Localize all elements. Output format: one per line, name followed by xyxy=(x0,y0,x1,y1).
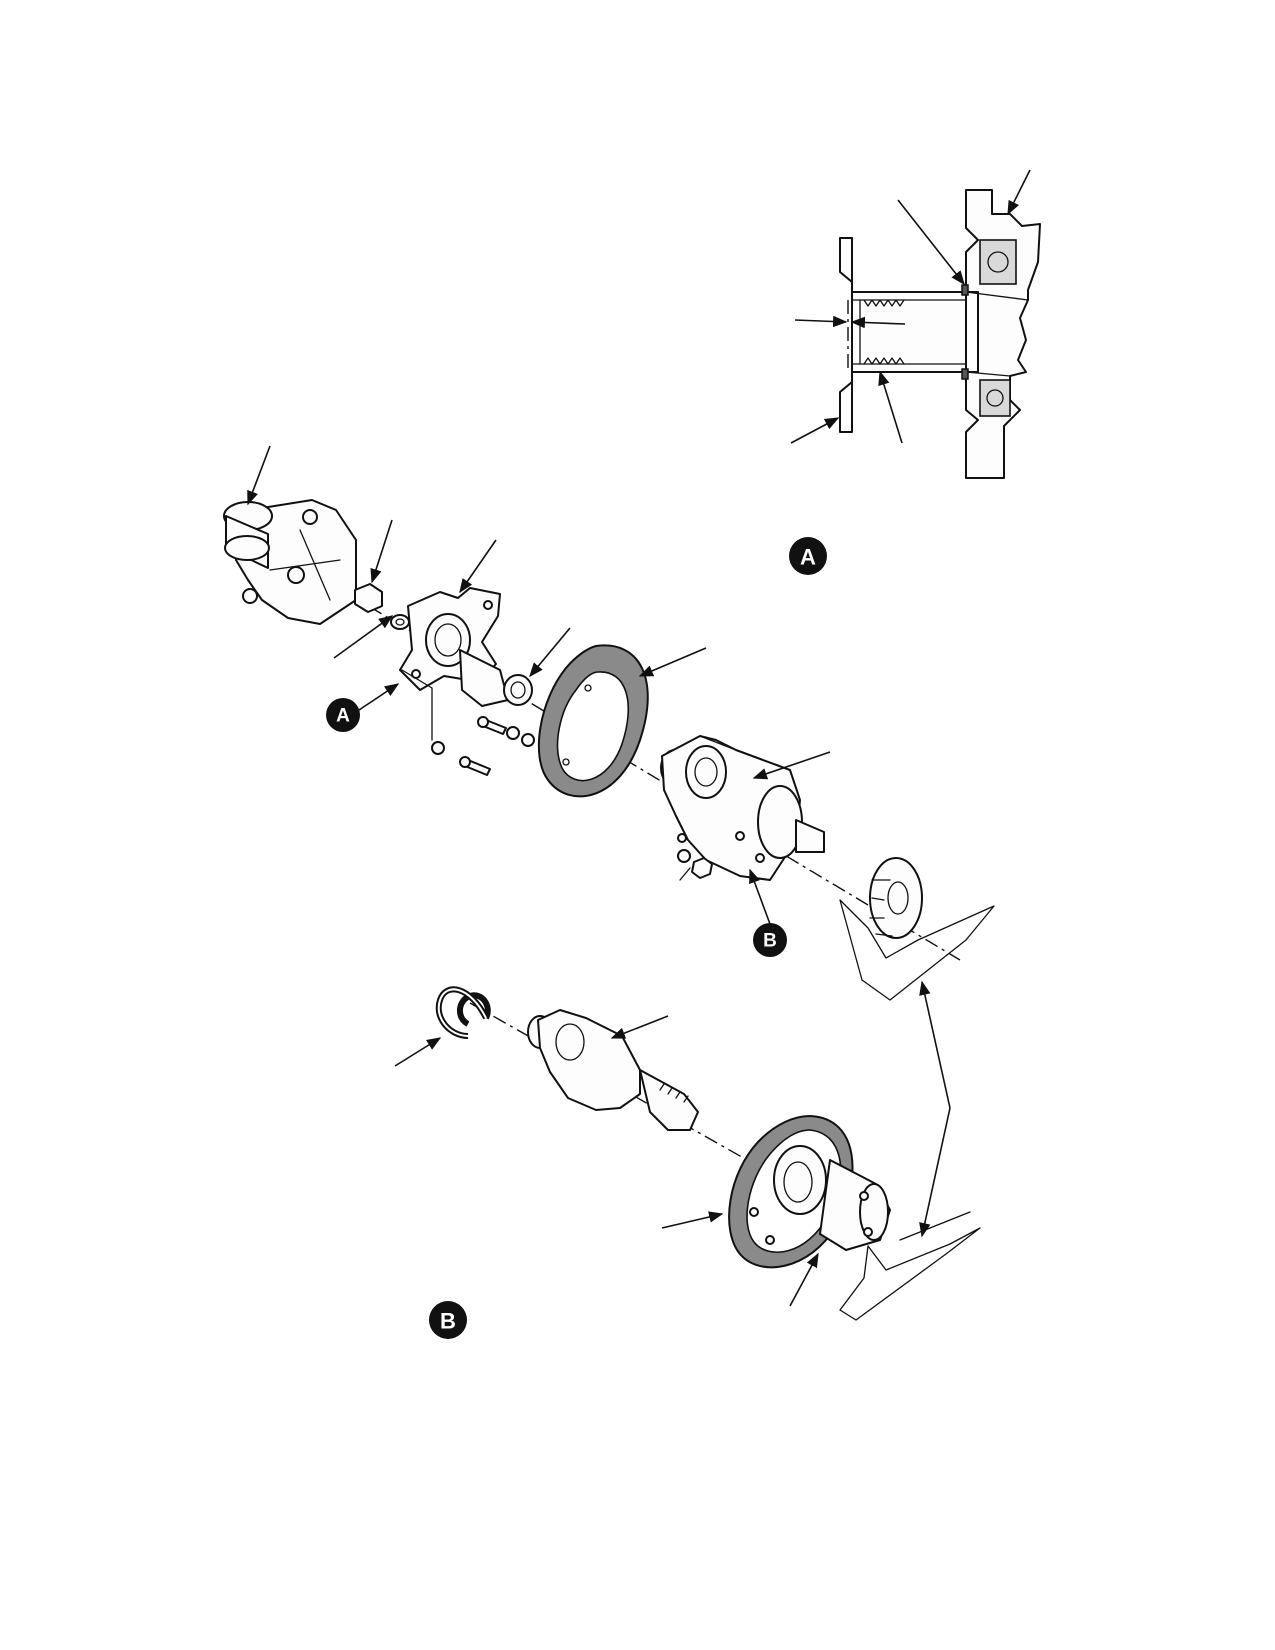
callout-b-badge-label: B xyxy=(763,931,777,952)
spacer-washer xyxy=(503,674,533,706)
drive-shaft xyxy=(527,1009,699,1131)
callout-a-badge: A xyxy=(326,698,360,732)
cross-section-detail-a xyxy=(790,169,1041,479)
detail-a-badge-label: A xyxy=(800,545,816,570)
hub-nut-washer xyxy=(677,849,713,879)
snap-ring xyxy=(435,986,491,1039)
lower-hub-gasket xyxy=(728,1114,891,1269)
wheel-hub-flange xyxy=(839,857,995,1001)
detail-a-badge: A xyxy=(789,537,827,575)
bolts-upper xyxy=(431,716,535,776)
upper-exploded-assembly xyxy=(223,445,995,1001)
detail-b-badge: B xyxy=(429,1301,467,1339)
callout-b-badge: B xyxy=(753,923,787,957)
knuckle-mount xyxy=(223,499,357,625)
nut-washer-set xyxy=(354,583,410,630)
large-gasket xyxy=(537,644,649,798)
callout-a-badge-label: A xyxy=(336,706,350,727)
flange-coupler xyxy=(399,587,509,707)
lower-detail-assembly xyxy=(394,980,981,1321)
detail-b-badge-label: B xyxy=(440,1309,456,1334)
